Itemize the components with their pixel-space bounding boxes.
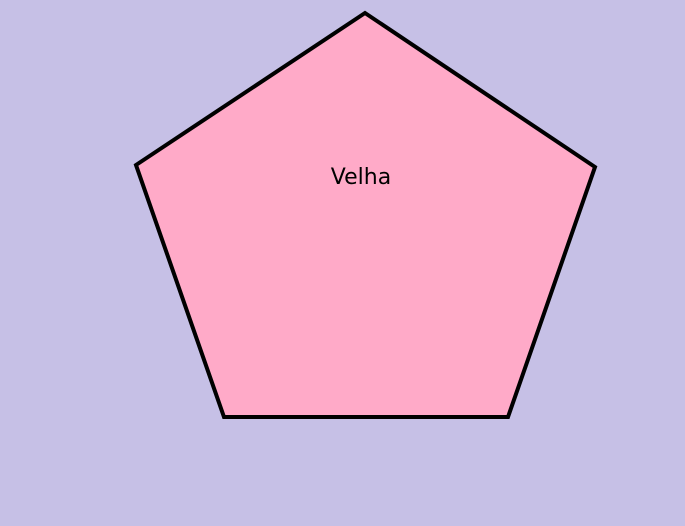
pentagon-shape xyxy=(133,10,598,419)
pentagon-label: Velha xyxy=(331,165,391,190)
